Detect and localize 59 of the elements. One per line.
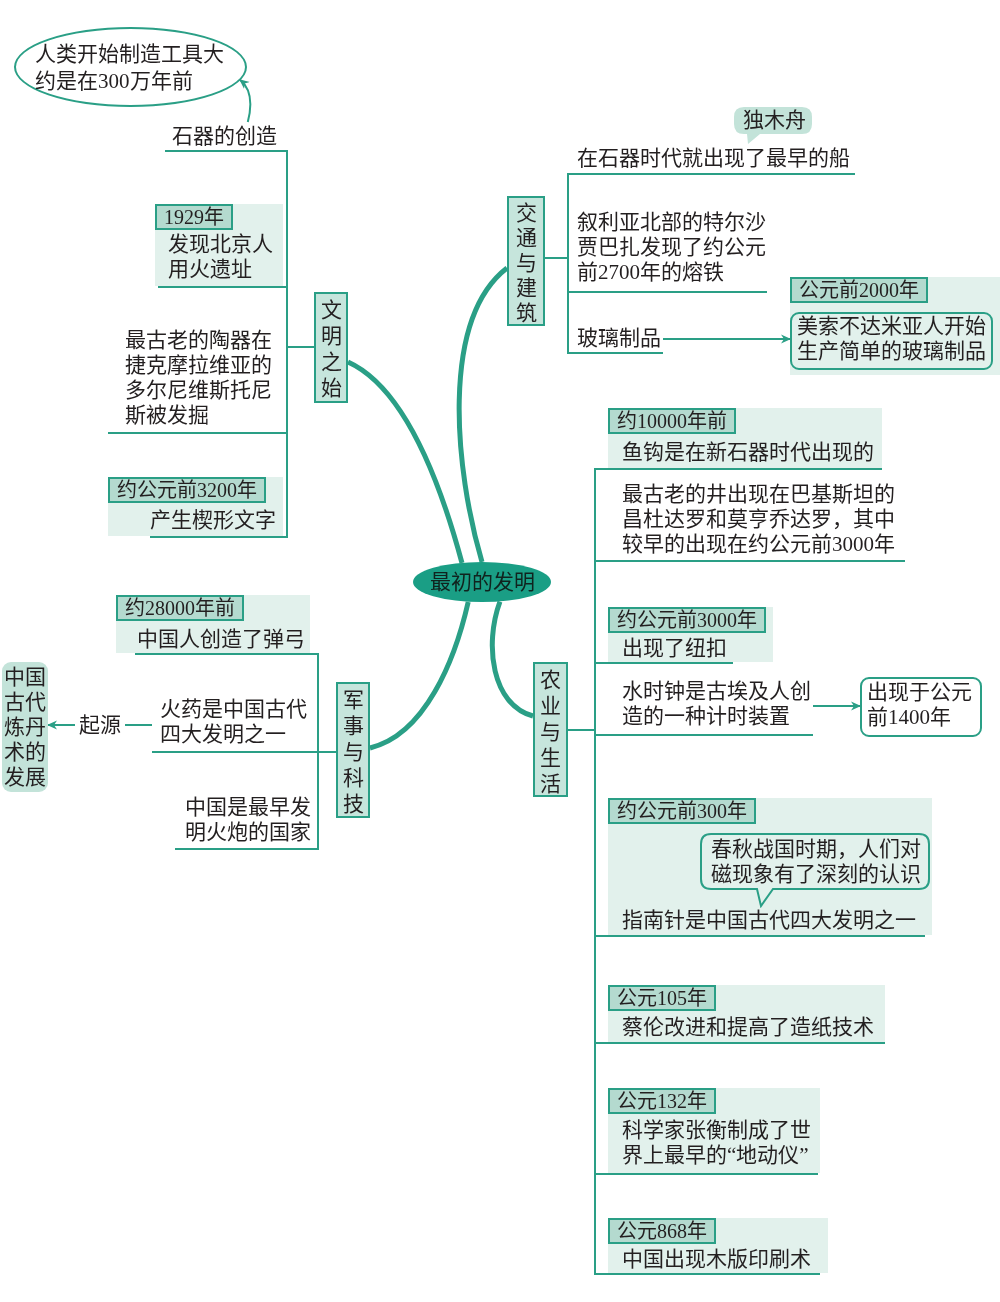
date-band [608, 1218, 828, 1273]
arrow [812, 701, 861, 711]
date-tag: 约公元前3000年 [608, 607, 766, 633]
date-band [608, 1088, 820, 1173]
connector-line [544, 257, 664, 354]
edge-label: 起源 [75, 712, 125, 738]
date-band [608, 607, 773, 662]
note-text: 出现了纽扣 [622, 636, 728, 661]
connector-line [149, 346, 315, 538]
arrow [239, 78, 252, 123]
note-text: 石器的创造 [165, 122, 285, 150]
branch-curve [369, 601, 471, 751]
fact-ellipse: 人类开始制造工具大约是在300万年前 [14, 27, 247, 107]
branch-curve [456, 266, 509, 563]
date-tag: 公元132年 [608, 1088, 716, 1114]
note-text: 产生楔形文字 [150, 508, 277, 533]
date-tag: 约公元前3200年 [108, 477, 266, 503]
branch-box: 军事与科技 [336, 682, 370, 818]
note-text: 最古老的井出现在巴基斯坦的昌杜达罗和莫亨乔达罗，其中较早的出现在约公元前3000年 [618, 481, 905, 560]
note-text: 叙利亚北部的特尔沙贾巴扎发现了约公元前2700年的熔铁 [573, 208, 767, 291]
note-text: 科学家张衡制成了世界上最早的“地动仪” [622, 1118, 812, 1168]
date-tag: 约28000年前 [116, 595, 244, 621]
date-tag: 约公元前300年 [608, 798, 756, 824]
date-band [108, 477, 283, 536]
central-ellipse: 最初的发明 [413, 562, 551, 602]
connector-line [174, 751, 337, 850]
date-band [608, 985, 885, 1042]
note-text: 鱼钩是在新石器时代出现的 [622, 440, 875, 465]
date-tag: 公元105年 [608, 985, 716, 1011]
branch-box: 农业与生活 [533, 662, 568, 797]
note-text: 在石器时代就出现了最早的船 [573, 144, 855, 173]
fact-box: 出现于公元前1400年 [860, 677, 982, 737]
note-text: 中国是最早发明火炮的国家 [175, 793, 315, 848]
note-text: 发现北京人用火遗址 [168, 232, 274, 282]
date-band [608, 408, 882, 468]
note-text: 蔡伦改进和提高了造纸技术 [622, 1015, 875, 1040]
note-text: 火药是中国古代四大发明之一 [152, 695, 312, 751]
branch-box: 文明之始 [314, 292, 348, 403]
note-text: 水时钟是古埃及人创造的一种计时装置 [618, 677, 813, 734]
arrow [662, 334, 791, 344]
branch-box: 交通与建筑 [507, 196, 545, 326]
note-text: 玻璃制品 [573, 324, 663, 352]
date-tag: 公元前2000年 [790, 277, 928, 303]
fact-box: 中国古代炼丹术的发展 [2, 662, 48, 792]
fact-box: 美索不达米亚人开始生产简单的玻璃制品 [790, 312, 993, 370]
date-tag: 约10000年前 [608, 408, 736, 434]
speech-bubble: 春秋战国时期，人们对磁现象有了深刻的认识 [700, 833, 930, 908]
date-band [116, 595, 310, 653]
date-band [790, 277, 1000, 375]
date-tag: 公元868年 [608, 1218, 716, 1244]
date-band [608, 798, 932, 935]
note-text: 中国人创造了弹弓 [137, 627, 306, 652]
speech-bubble: 独木舟 [733, 106, 813, 146]
date-tag: 1929年 [155, 204, 233, 230]
note-text: 中国出现木版印刷术 [622, 1247, 812, 1272]
date-band [155, 204, 283, 286]
note-text: 指南针是中国古代四大发明之一 [622, 908, 917, 933]
note-text: 最古老的陶器在捷克摩拉维亚的多尔尼维斯托尼斯被发掘 [108, 326, 280, 432]
branch-curve [489, 600, 534, 719]
